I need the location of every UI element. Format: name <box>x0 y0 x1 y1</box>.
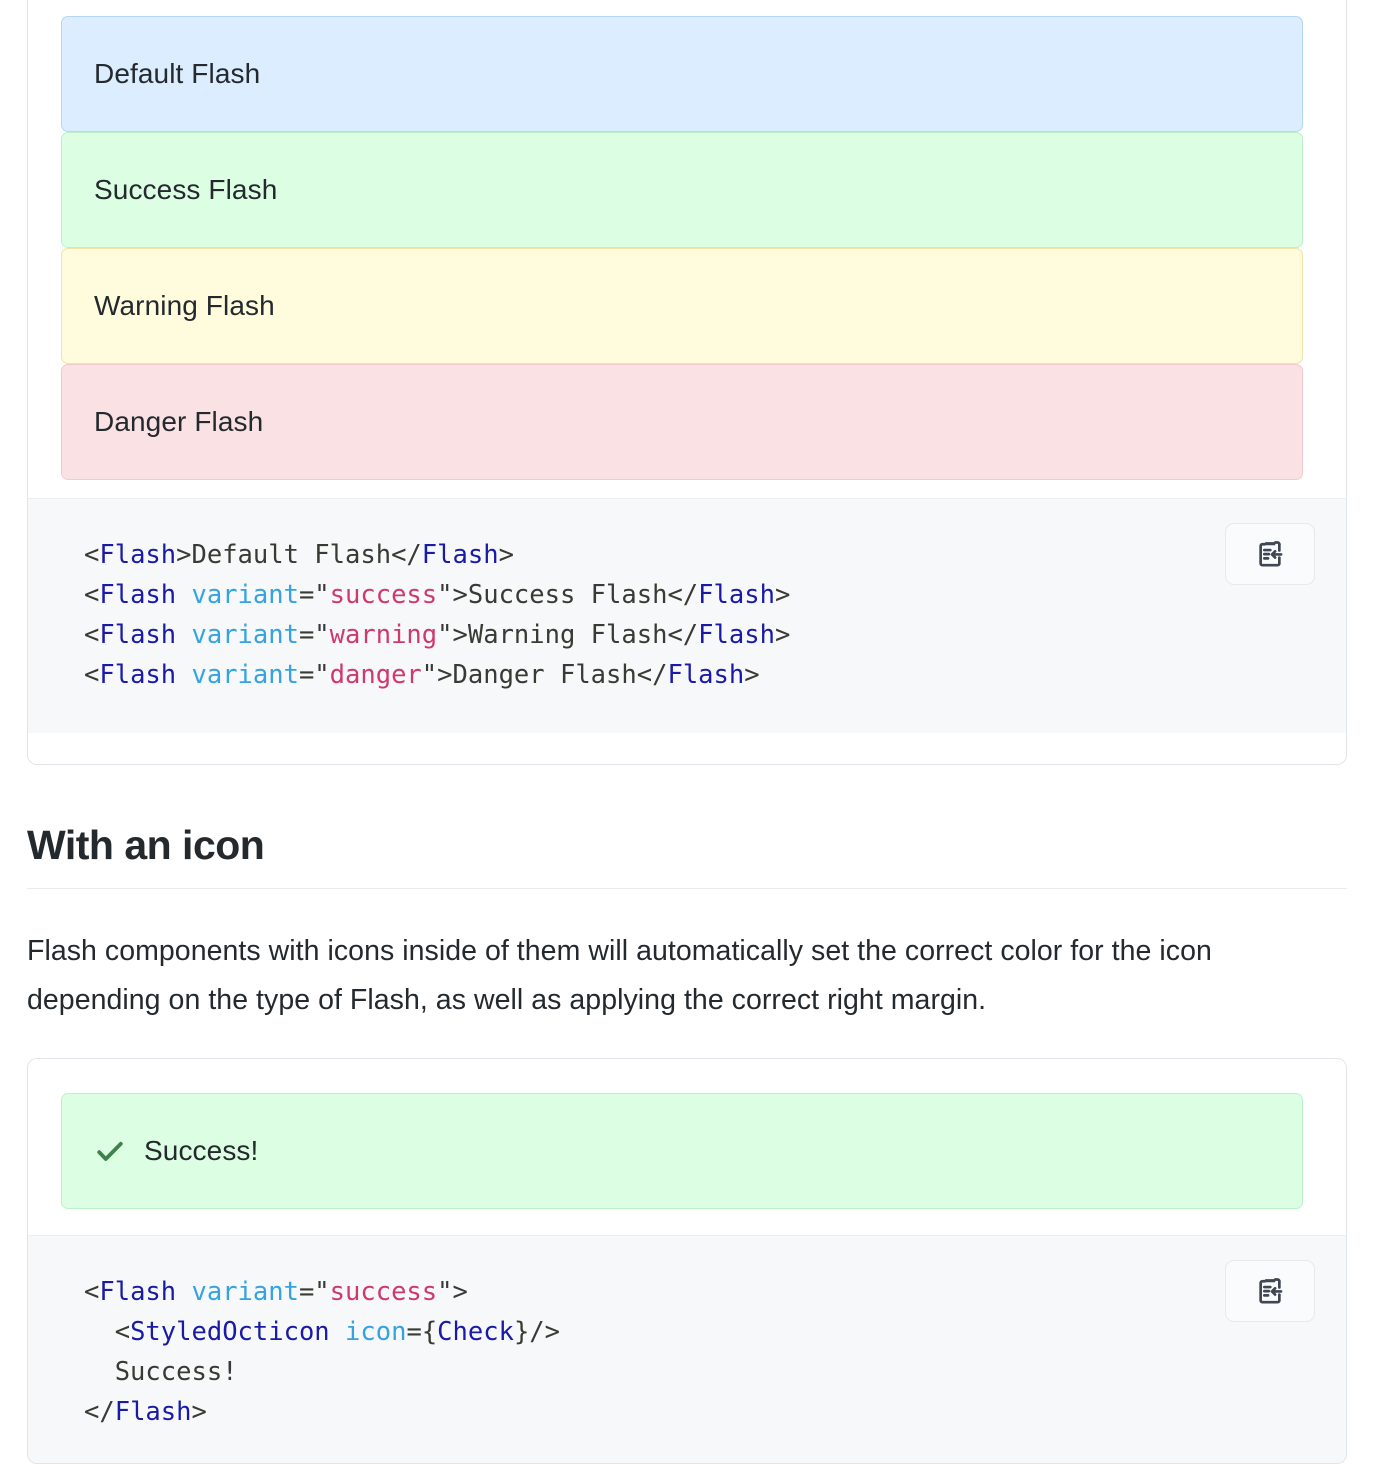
code-snippet-with-icon: <Flash variant="success"> <StyledOcticon… <box>84 1277 561 1427</box>
clipboard-paste-icon <box>1253 537 1287 571</box>
flash-success-with-icon-label: Success! <box>144 1134 259 1166</box>
section-with-an-icon: With an icon <box>27 822 1347 890</box>
code-block-variants: <Flash>Default Flash</Flash> <Flash vari… <box>28 498 1346 733</box>
flash-default-label: Default Flash <box>94 57 261 89</box>
flash-with-icon-example-card: Success! <Flash variant="success"> <Styl… <box>27 1058 1347 1464</box>
code-snippet-variants: <Flash>Default Flash</Flash> <Flash vari… <box>84 540 791 690</box>
check-icon <box>94 1135 126 1167</box>
flash-variants-example-card: Default Flash Success Flash Warning Flas… <box>27 0 1347 765</box>
flash-warning: Warning Flash <box>61 248 1303 364</box>
clipboard-paste-icon <box>1253 1274 1287 1308</box>
flash-default: Default Flash <box>61 16 1303 132</box>
flash-warning-label: Warning Flash <box>94 289 275 321</box>
flash-success-with-icon: Success! <box>61 1093 1303 1209</box>
code-block-with-icon: <Flash variant="success"> <StyledOcticon… <box>28 1235 1346 1463</box>
flash-with-icon-preview: Success! <box>28 1059 1346 1235</box>
copy-code-button-with-icon[interactable] <box>1225 1260 1315 1322</box>
flash-danger-label: Danger Flash <box>94 405 264 437</box>
section-heading-title: With an icon <box>27 822 265 868</box>
flash-success: Success Flash <box>61 132 1303 248</box>
flash-success-label: Success Flash <box>94 173 278 205</box>
flash-danger: Danger Flash <box>61 364 1303 480</box>
section-description: Flash components with icons inside of th… <box>27 935 1212 1016</box>
heading-divider <box>27 888 1347 890</box>
copy-code-button-variants[interactable] <box>1225 523 1315 585</box>
flash-variants-preview: Default Flash Success Flash Warning Flas… <box>28 0 1346 498</box>
